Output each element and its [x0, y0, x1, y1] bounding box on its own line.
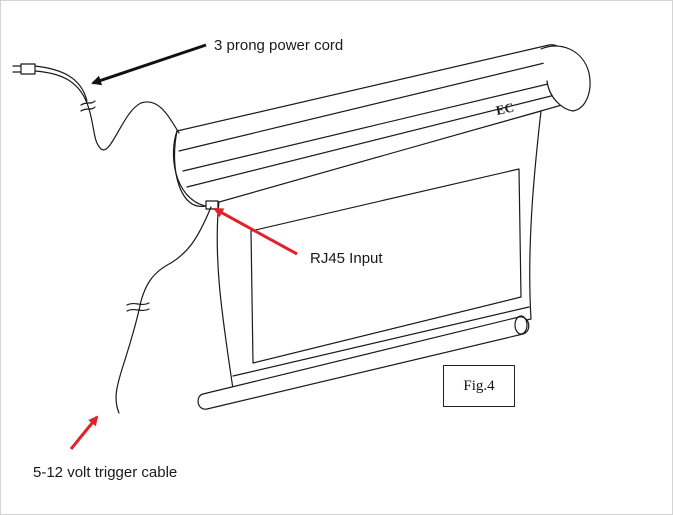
rj45-input-label: RJ45 Input	[310, 250, 383, 267]
screen-fabric	[216, 110, 542, 390]
rj45-port	[205, 200, 219, 210]
figure-number-box: Fig.4	[443, 365, 515, 407]
power-plug	[20, 63, 36, 75]
brand-logo: EC	[495, 100, 516, 118]
power-cord	[34, 70, 180, 151]
housing-end-cap	[540, 45, 591, 112]
figure-number: Fig.4	[463, 377, 495, 394]
trigger-cable-label: 5-12 volt trigger cable	[33, 464, 178, 481]
rj45-arrow	[213, 207, 298, 256]
screen-viewing-area	[250, 168, 522, 364]
trigger-cable	[115, 206, 212, 414]
power-cord-label: 3 prong power cord	[214, 37, 344, 54]
power-cord-arrow	[91, 43, 207, 86]
trigger-arrow	[69, 415, 99, 450]
